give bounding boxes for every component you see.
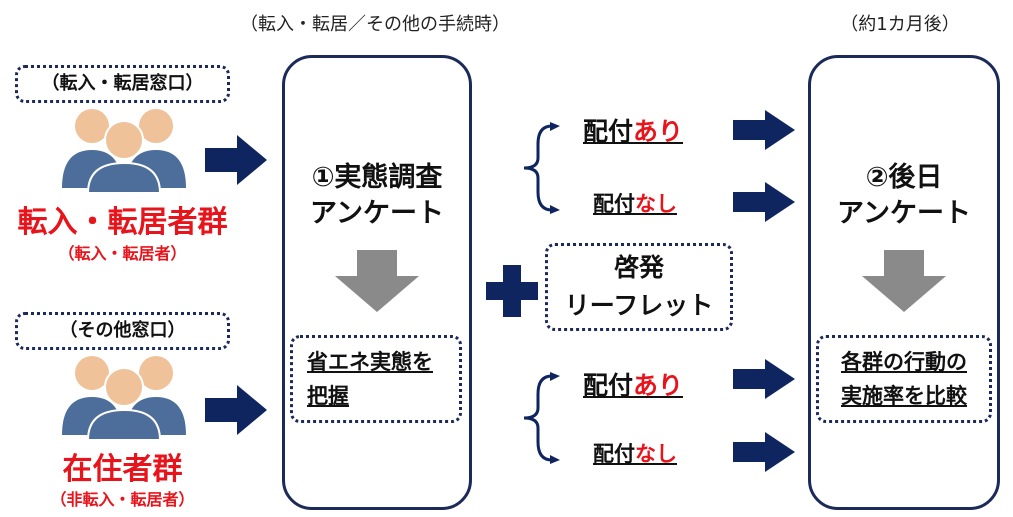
survey1-note-box	[290, 335, 462, 423]
brace-icon	[523, 372, 560, 464]
people-group-icon	[62, 109, 186, 194]
arrow-right-icon	[205, 385, 267, 435]
distribution-no-upper: 配付なし	[593, 192, 677, 216]
survey2-note-2: 実施率を比較	[841, 384, 967, 408]
survey1-note-2: 把握	[307, 384, 349, 408]
arrow-right-icon	[205, 135, 267, 185]
arrow-down-icon	[335, 250, 419, 312]
survey2-box	[808, 55, 1000, 510]
survey1-title-2: アンケート	[310, 198, 444, 229]
survey1-box	[282, 55, 472, 510]
arrow-right-icon	[733, 110, 795, 150]
arrow-right-icon	[733, 359, 795, 399]
distribution-yes-lower: 配付あり	[583, 371, 684, 400]
arrow-right-icon	[733, 182, 795, 222]
header-right: （約1カ月後）	[840, 14, 960, 35]
leaflet-line-1: 啓発	[613, 253, 664, 282]
brace-icon	[523, 122, 560, 214]
leaflet-line-2: リーフレット	[564, 291, 714, 320]
distribution-no-lower: 配付なし	[593, 442, 677, 466]
survey2-title-1: ②後日	[865, 162, 943, 193]
survey2-title-2: アンケート	[837, 198, 971, 229]
survey1-note-1: 省エネ実態を	[307, 350, 433, 374]
window-label-box-2: （その他窓口）	[15, 312, 230, 350]
window-label-1: （転入・転居窓口）	[41, 73, 204, 94]
group-name-2: 在住者群	[62, 452, 183, 487]
survey2-note-1: 各群の行動の	[841, 350, 967, 374]
distribution-yes-upper: 配付あり	[583, 117, 684, 146]
people-group-icon	[62, 356, 186, 441]
window-label-box-1: （転入・転居窓口）	[15, 65, 230, 103]
arrow-down-icon	[862, 250, 946, 312]
survey2-note-box	[816, 335, 992, 423]
header-left: （転入・転居／その他の手続時）	[240, 14, 510, 35]
plus-icon	[486, 265, 538, 317]
group-sub-1: （転入・転居者）	[58, 244, 187, 263]
leaflet-box	[545, 243, 733, 331]
window-label-2: （その他窓口）	[59, 320, 186, 341]
group-name-1: 転入・転居者群	[17, 205, 228, 240]
arrow-right-icon	[733, 432, 795, 472]
group-sub-2: （非転入・転居者）	[50, 490, 195, 509]
survey1-title-1: ①実態調査	[311, 162, 443, 193]
